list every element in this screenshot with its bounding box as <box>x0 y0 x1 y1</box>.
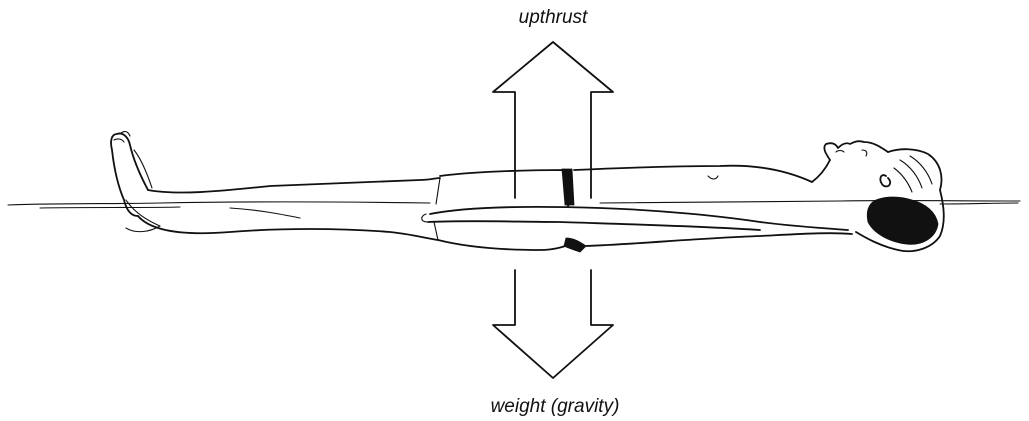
weight-arrow <box>493 270 613 378</box>
floating-person <box>111 132 944 252</box>
upthrust-arrow <box>493 42 613 198</box>
